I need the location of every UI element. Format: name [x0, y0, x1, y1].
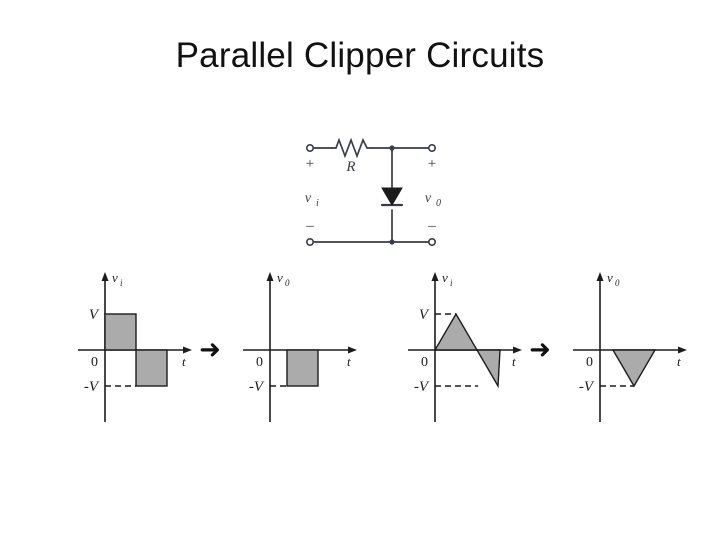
- ytick-label-negV: -V: [249, 379, 265, 395]
- circuit-schematic: + + – – R v i v 0: [288, 126, 454, 260]
- y-axis-label-sub: i: [450, 278, 453, 288]
- y-axis-label-main: v: [277, 270, 283, 285]
- resistor-symbol: [331, 137, 373, 159]
- origin-label: 0: [586, 355, 593, 370]
- circuit-output-label-main: v: [425, 191, 432, 206]
- page-title: Parallel Clipper Circuits: [175, 36, 545, 75]
- terminal-input-top: [305, 143, 314, 152]
- origin-label: 0: [256, 355, 263, 370]
- origin-label: 0: [421, 355, 428, 370]
- terminal-input-bottom: [305, 238, 314, 247]
- waveform-negative-lobe: [475, 349, 501, 389]
- chart-square-output: v 0 t 0 -V: [243, 270, 357, 422]
- waveform-row: v i t 0 V -V ➜ v 0: [60, 262, 687, 440]
- y-axis-label: v 0: [277, 270, 290, 288]
- arrow-square: ➜: [199, 335, 221, 364]
- waveform-positive-lobe: [433, 312, 479, 351]
- x-axis-label: t: [512, 354, 516, 369]
- x-axis-arrowhead: [348, 346, 357, 354]
- y-axis-arrowhead: [101, 272, 109, 281]
- chart-triangle-output: v 0 t 0 -V: [573, 270, 687, 422]
- circuit-input-label-main: v: [305, 191, 312, 206]
- ytick-label-negV: -V: [84, 379, 100, 395]
- y-axis-label-main: v: [607, 270, 613, 285]
- ytick-label-negV: -V: [579, 379, 595, 395]
- y-axis-label: v i: [442, 270, 453, 288]
- ytick-label-posV: V: [419, 307, 430, 323]
- chart-triangle-input: v i t 0 V -V: [408, 270, 522, 422]
- y-axis-label-main: v: [442, 270, 448, 285]
- diode-symbol: [381, 187, 403, 206]
- terminal-output-top: [428, 143, 437, 152]
- y-axis-label-main: v: [112, 270, 118, 285]
- circuit-input-label: v i: [305, 191, 319, 209]
- origin-label: 0: [91, 355, 98, 370]
- input-minus-sign: –: [305, 218, 314, 234]
- circuit-output-label: v 0: [425, 191, 441, 209]
- y-axis-label: v 0: [607, 270, 620, 288]
- ytick-label-posV: V: [89, 307, 100, 323]
- chart-square-input: v i t 0 V -V: [78, 270, 192, 422]
- output-plus-sign: +: [428, 156, 436, 172]
- circuit-output-label-sub: 0: [436, 198, 441, 209]
- x-axis-arrowhead: [513, 346, 522, 354]
- junction-dot-top: [389, 145, 395, 151]
- input-plus-sign: +: [306, 156, 314, 172]
- circuit-input-label-sub: i: [316, 198, 319, 209]
- resistor-label: R: [345, 159, 355, 175]
- y-axis-label-sub: i: [120, 278, 123, 288]
- ytick-label-negV: -V: [414, 379, 430, 395]
- y-axis-label: v i: [112, 270, 123, 288]
- x-axis-arrowhead: [183, 346, 192, 354]
- output-minus-sign: –: [427, 218, 436, 234]
- x-axis-label: t: [347, 354, 351, 369]
- y-axis-arrowhead: [266, 272, 274, 281]
- waveform-negative-pulse: [135, 349, 168, 387]
- y-axis-label-sub: 0: [615, 278, 620, 288]
- waveform-positive-pulse: [104, 313, 137, 351]
- x-axis-label: t: [182, 354, 186, 369]
- x-axis-label: t: [677, 354, 681, 369]
- y-axis-label-sub: 0: [285, 278, 290, 288]
- y-axis-arrowhead: [596, 272, 604, 281]
- waveform-negative-pulse: [286, 349, 319, 387]
- y-axis-arrowhead: [431, 272, 439, 281]
- junction-dot-bottom: [389, 239, 395, 245]
- waveform-negative-lobe: [611, 349, 657, 388]
- terminal-output-bottom: [428, 238, 437, 247]
- arrow-triangle: ➜: [529, 335, 551, 364]
- x-axis-arrowhead: [678, 346, 687, 354]
